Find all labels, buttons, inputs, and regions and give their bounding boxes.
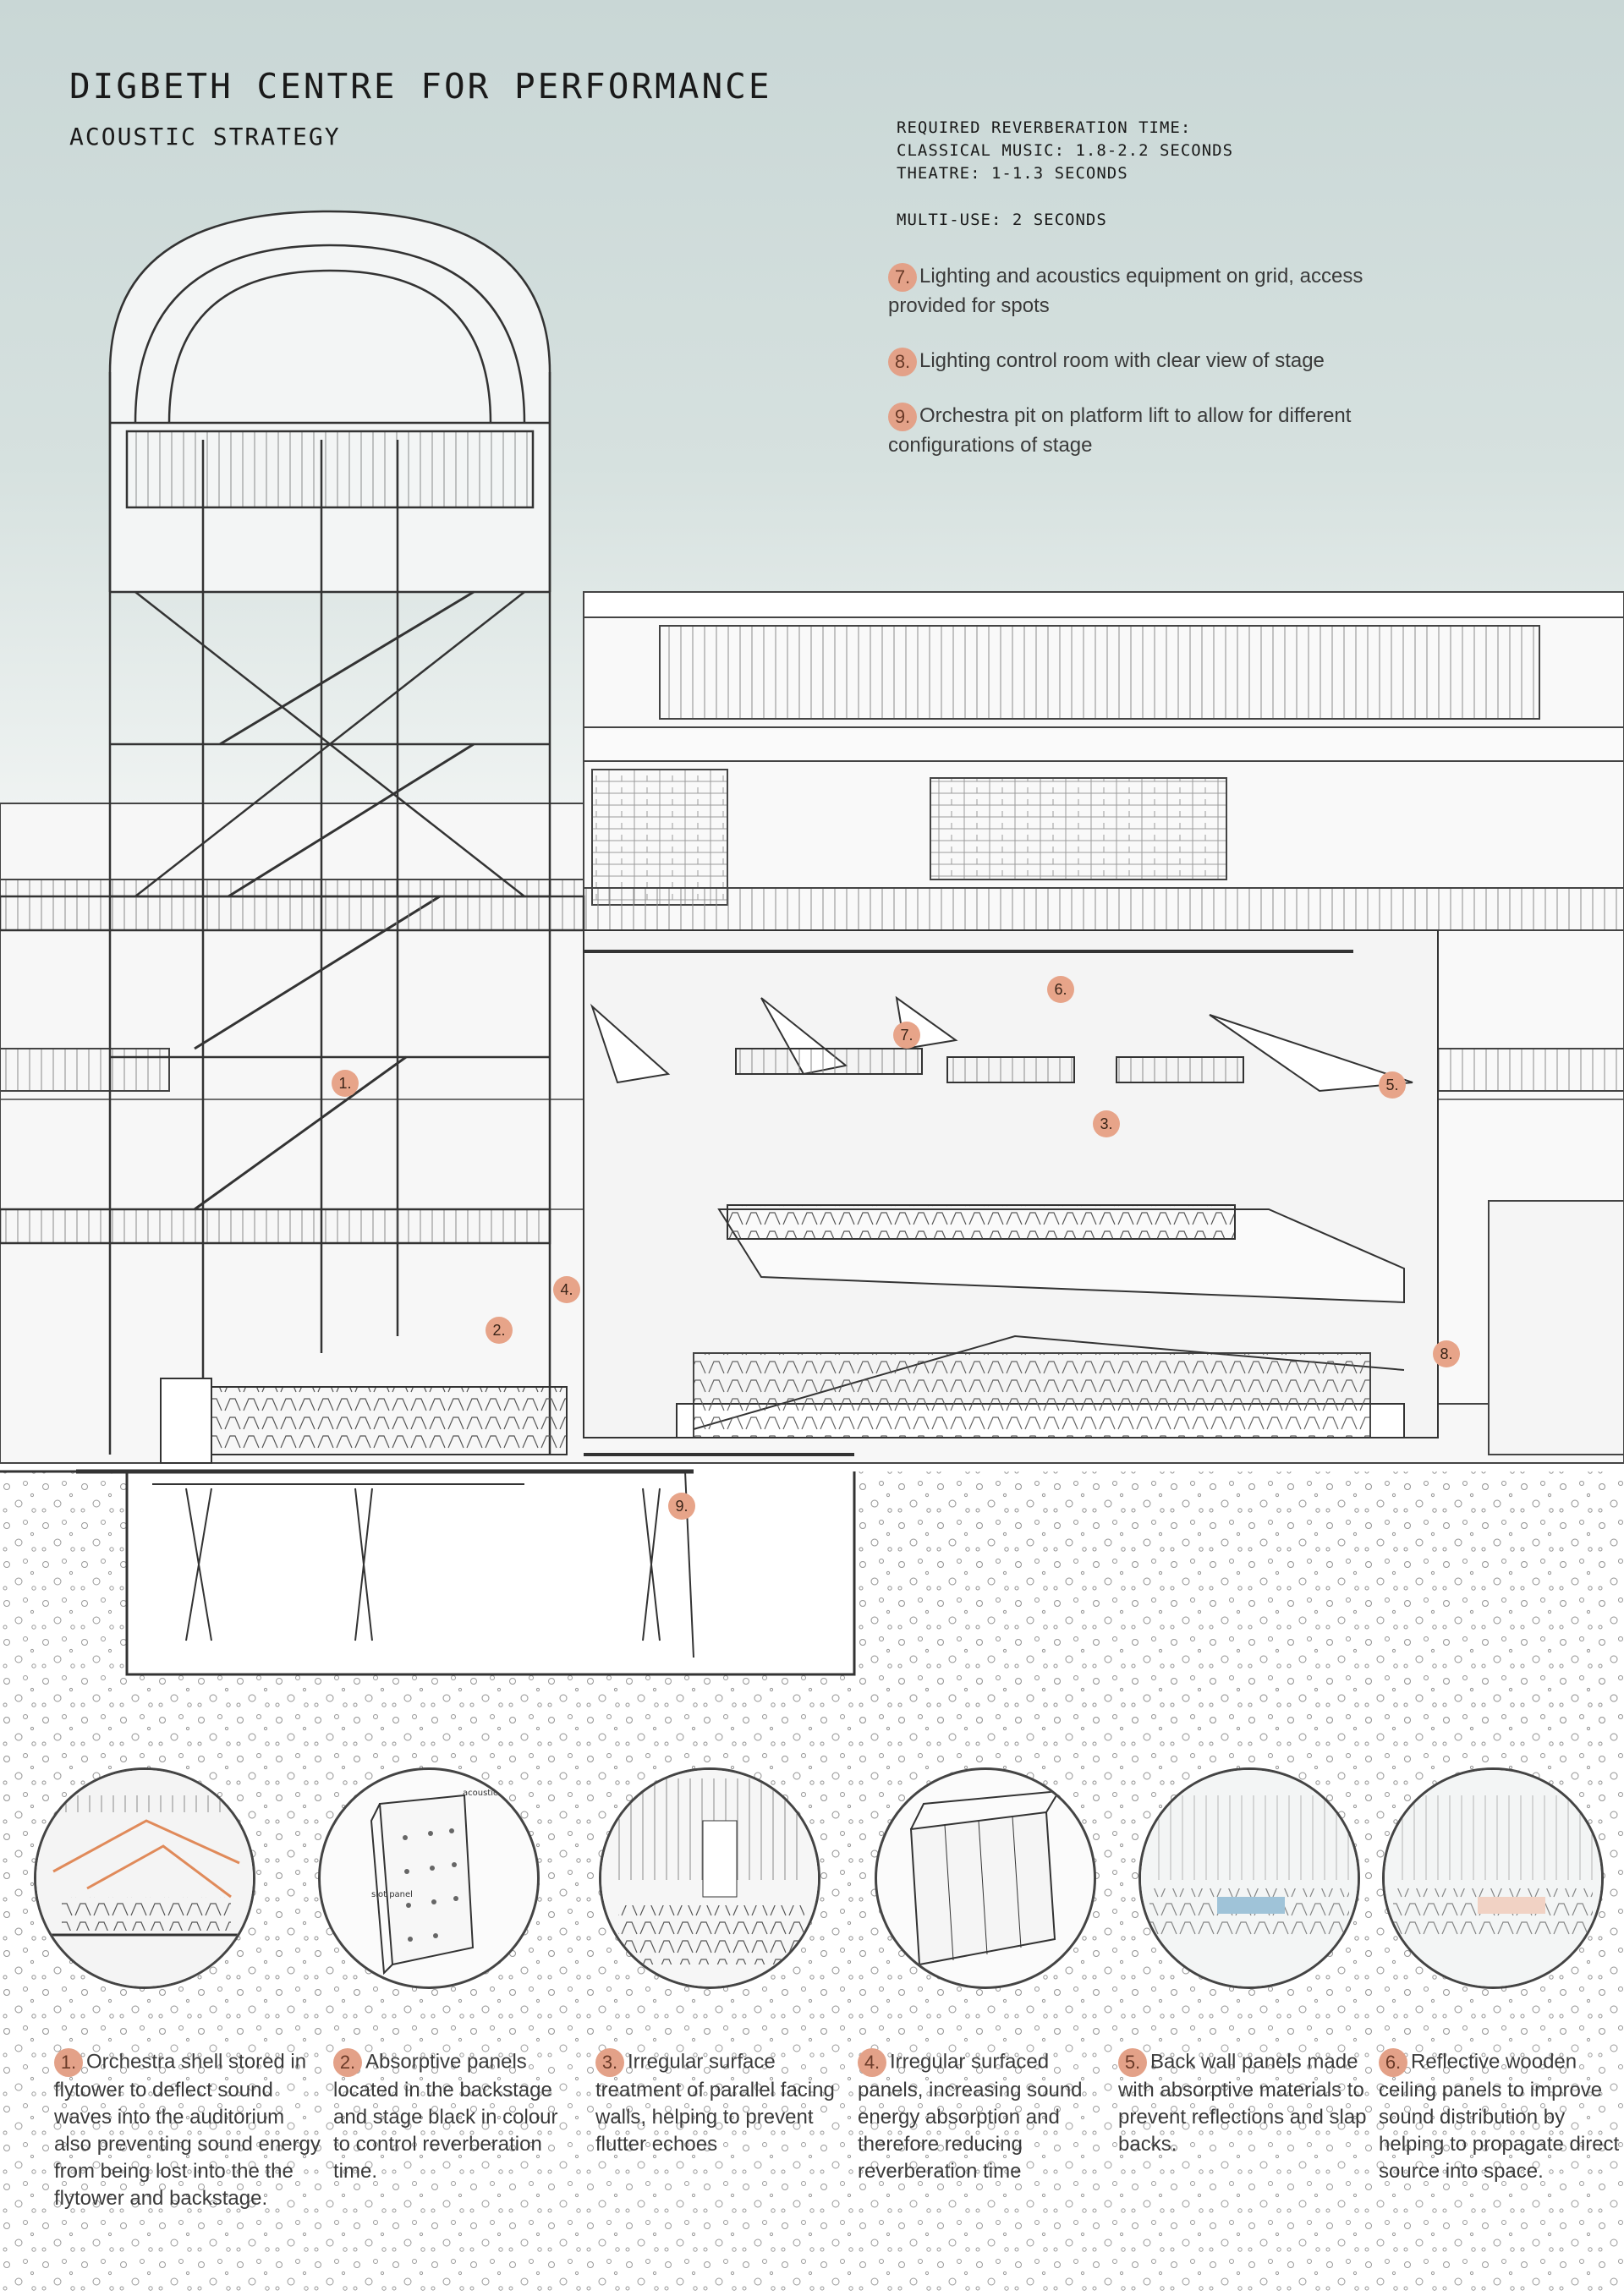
- reverberation-block: REQUIRED REVERBERATION TIME: CLASSICAL M…: [897, 117, 1233, 232]
- note-number: 7.: [888, 262, 917, 292]
- detail-sketch: [1385, 1770, 1601, 1986]
- note-number: 8.: [888, 347, 917, 376]
- marker-9: 9.: [668, 1493, 695, 1520]
- caption-2: 2.Absorptive panels located in the backs…: [333, 2048, 579, 2185]
- note-text: Lighting control room with clear view of…: [919, 349, 1325, 372]
- reverberation-theatre: THEATRE: 1-1.3 SECONDS: [897, 164, 1128, 183]
- caption-number: 3.: [595, 2048, 624, 2077]
- caption-number: 6.: [1379, 2048, 1407, 2077]
- caption-text: Irregular surface treatment of parallel …: [595, 2050, 835, 2156]
- detail-view-absorptive-panel: acoustic absorber slot panel: [318, 1767, 540, 1989]
- marker-3: 3.: [1093, 1110, 1120, 1137]
- reverberation-classical: CLASSICAL MUSIC: 1.8-2.2 SECONDS: [897, 141, 1234, 160]
- stage-area: [0, 1378, 856, 1676]
- note-number: 9.: [888, 402, 917, 431]
- marker-5: 5.: [1379, 1071, 1406, 1099]
- caption-3: 3.Irregular surface treatment of paralle…: [595, 2048, 841, 2158]
- caption-1: 1.Orchestra shell stored in flytower to …: [54, 2048, 325, 2212]
- caption-text: Reflective wooden ceiling panels to impr…: [1379, 2050, 1620, 2183]
- detail-view-irregular-walls: [599, 1767, 820, 1989]
- detail-sketch: [1141, 1770, 1358, 1986]
- marker-6: 6.: [1047, 976, 1074, 1003]
- marker-8: 8.: [1433, 1340, 1460, 1367]
- page-subtitle: ACOUSTIC STRATEGY: [69, 123, 341, 151]
- sketch-label-slot: slot panel: [371, 1890, 413, 1899]
- detail-sketch: [601, 1770, 818, 1986]
- detail-view-back-wall: [1138, 1767, 1360, 1989]
- detail-view-orchestra-shell: [34, 1767, 255, 1989]
- marker-2: 2.: [486, 1317, 513, 1344]
- caption-number: 2.: [333, 2048, 362, 2077]
- caption-text: Irregular surfaced panels, increasing so…: [858, 2050, 1083, 2183]
- marker-4: 4.: [553, 1276, 580, 1303]
- detail-sketch: acoustic absorber slot panel: [370, 1789, 537, 1975]
- note-text: Orchestra pit on platform lift to allow …: [888, 404, 1352, 457]
- detail-view-ceiling-panels: [1382, 1767, 1604, 1989]
- detail-view-irregular-panels: [875, 1767, 1096, 1989]
- note-text: Lighting and acoustics equipment on grid…: [888, 265, 1363, 317]
- detail-sketch: [909, 1789, 1061, 1966]
- reverberation-multi-use: MULTI-USE: 2 SECONDS: [897, 211, 1107, 229]
- marker-1: 1.: [332, 1070, 359, 1097]
- page-title: DIGBETH CENTRE FOR PERFORMANCE: [69, 66, 772, 107]
- caption-number: 5.: [1118, 2048, 1147, 2077]
- caption-5: 5.Back wall panels made with absorptive …: [1118, 2048, 1372, 2158]
- caption-text: Back wall panels made with absorptive ma…: [1118, 2050, 1367, 2156]
- flytower: [0, 210, 585, 1455]
- note-9: 9.Orchestra pit on platform lift to allo…: [888, 402, 1413, 459]
- reverberation-heading: REQUIRED REVERBERATION TIME:: [897, 118, 1192, 137]
- note-8: 8.Lighting control room with clear view …: [888, 347, 1413, 376]
- caption-4: 4.Irregular surfaced panels, increasing …: [858, 2048, 1111, 2185]
- caption-number: 4.: [858, 2048, 886, 2077]
- caption-6: 6.Reflective wooden ceiling panels to im…: [1379, 2048, 1621, 2185]
- marker-7: 7.: [893, 1022, 920, 1049]
- caption-text: Absorptive panels located in the backsta…: [333, 2050, 558, 2183]
- caption-number: 1.: [54, 2048, 83, 2077]
- caption-text: Orchestra shell stored in flytower to de…: [54, 2050, 321, 2210]
- note-7: 7.Lighting and acoustics equipment on gr…: [888, 262, 1413, 320]
- auditorium: [583, 929, 1439, 1456]
- detail-sketch: [36, 1770, 253, 1986]
